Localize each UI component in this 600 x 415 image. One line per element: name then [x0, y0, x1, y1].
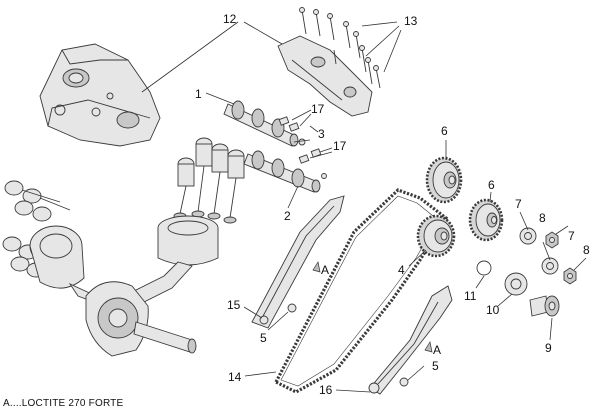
washers-and-nuts [519, 227, 577, 285]
crankshaft [85, 281, 197, 357]
valves-left [2, 180, 71, 278]
callout-9: 9 [545, 341, 552, 355]
callout-1: 1 [195, 87, 202, 101]
piston-right [157, 215, 219, 266]
callout-12: 12 [223, 12, 237, 26]
callout-3: 3 [318, 127, 325, 141]
callout-15: 15 [227, 298, 241, 312]
gear-6-lower [468, 198, 504, 242]
callout-labels: 1 2 3 4 5 5 6 6 7 7 8 8 9 10 11 12 13 14… [195, 12, 590, 397]
cylinder-head [39, 43, 161, 147]
callout-6-upper: 6 [441, 124, 448, 138]
callout-7-upper: 7 [515, 197, 522, 211]
callout-16: 16 [319, 383, 333, 397]
callout-8-upper: 8 [539, 211, 546, 225]
callout-11: 11 [464, 289, 477, 303]
valve-assembly [173, 137, 245, 224]
leader-lines [141, 21, 587, 393]
loctite-marker-icon [312, 261, 321, 273]
camshaft-1 [223, 100, 306, 147]
callout-6-lower: 6 [488, 178, 495, 192]
callout-5-left: 5 [260, 331, 267, 345]
gear-4 [416, 214, 456, 258]
callout-17-lower: 17 [333, 139, 347, 153]
timing-chain [273, 188, 449, 394]
camshaft-support-cover [277, 35, 373, 117]
pin-9 [529, 295, 560, 317]
callout-7-lower: 7 [568, 229, 575, 243]
callout-8-lower: 8 [583, 243, 590, 257]
o-ring [476, 260, 492, 276]
callout-13: 13 [404, 14, 418, 28]
callout-4: 4 [398, 263, 405, 277]
callout-5-right: 5 [432, 359, 439, 373]
callout-2: 2 [284, 209, 291, 223]
chain-guide-15 [251, 195, 345, 329]
loctite-label-a-left: A [321, 263, 329, 277]
camshaft-2 [243, 150, 327, 193]
retaining-clips [278, 116, 322, 164]
callout-17-upper: 17 [311, 102, 325, 116]
loctite-label-a-right: A [433, 343, 441, 357]
loctite-marker-icon [424, 341, 433, 353]
chain-tensioner-16 [368, 285, 453, 395]
bolts [299, 7, 381, 89]
piston-left [29, 225, 85, 289]
footnote-loctite: A....LOCTITE 270 FORTE [3, 398, 124, 409]
callout-10: 10 [486, 303, 500, 317]
washer-10 [504, 272, 528, 296]
gear-6-upper [425, 156, 463, 204]
callout-14: 14 [228, 370, 242, 384]
